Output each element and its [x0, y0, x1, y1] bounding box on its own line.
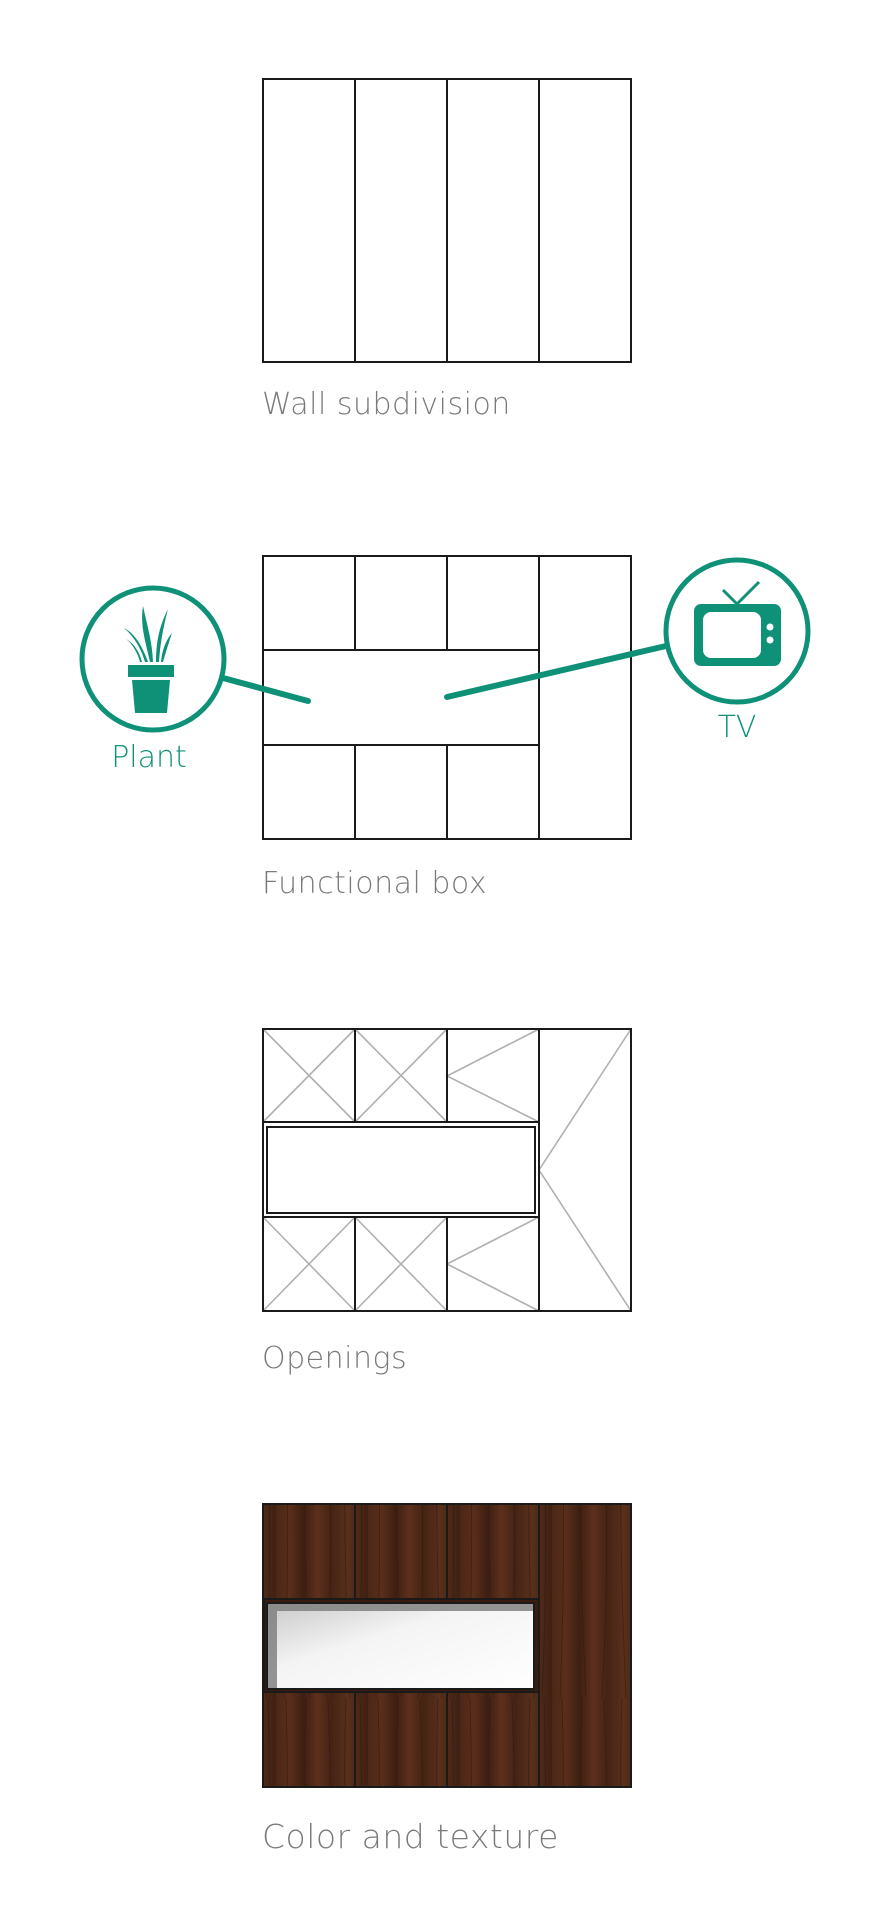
niche-opening [266, 1126, 536, 1214]
functional-box-drawing [262, 555, 632, 840]
section-label-wall-subdivision: Wall subdivision [262, 387, 511, 422]
tv-icon [694, 580, 781, 666]
color-texture-drawing [262, 1503, 632, 1788]
section-label-openings: Openings [262, 1341, 407, 1376]
plant-pot-icon [124, 606, 174, 713]
callout-line [220, 675, 311, 704]
tv-callout: TV [444, 557, 811, 745]
plant-circle [79, 585, 227, 733]
niche-glass [266, 1602, 535, 1690]
plant-callout: Plant [79, 585, 311, 775]
section-label-functional-box: Functional box [262, 866, 487, 901]
tv-label: TV [718, 710, 757, 745]
openings-drawing [262, 1028, 632, 1312]
plant-label: Plant [111, 740, 187, 775]
wall-subdivision-drawing [262, 78, 632, 363]
callout-line [444, 643, 669, 700]
section-label-color-texture: Color and texture [262, 1817, 559, 1856]
